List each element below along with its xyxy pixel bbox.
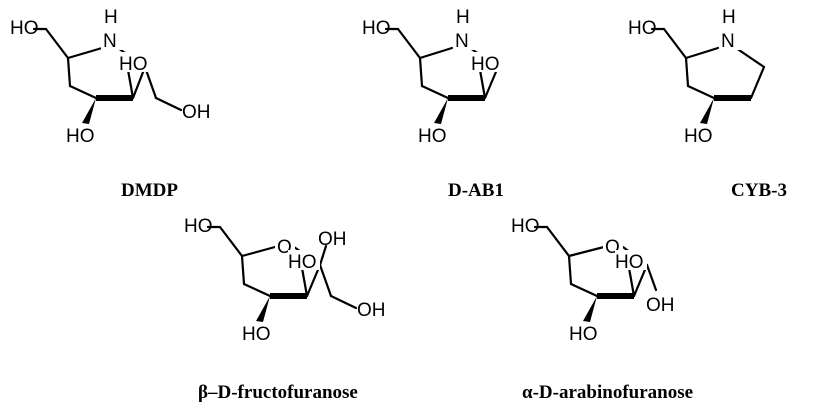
label-mask [471, 52, 503, 72]
structure-alpha-d-arabinofuranose: HO O HO HO OH α-D-arabinofuranose [511, 216, 693, 403]
label-mask [719, 24, 741, 50]
bond [329, 294, 358, 310]
bond [478, 68, 487, 100]
bond [418, 56, 424, 88]
bond [318, 263, 333, 298]
atom-label-n: N [455, 31, 469, 52]
wedge-bond [434, 98, 448, 124]
bond [662, 27, 688, 60]
bond [68, 84, 98, 100]
bond [483, 65, 500, 100]
atom-label-oh: OH [646, 295, 675, 316]
atom-label-h: H [104, 7, 118, 28]
structure-beta-d-fructofuranose: HO O OH HO HO OH β–D-fructofuranose [184, 216, 386, 403]
bond [418, 46, 454, 60]
structure-d-ab1: HO H N HO HO D-AB1 [362, 7, 504, 201]
bond [396, 27, 422, 60]
atom-label-ho: HO [119, 54, 148, 75]
bond [420, 84, 450, 100]
bond [567, 254, 573, 286]
compound-caption: DMDP [121, 180, 178, 201]
atom-label-oh: OH [182, 102, 211, 123]
label-mask [615, 250, 647, 270]
atom-label-ho: HO [10, 18, 39, 39]
compound-caption: β–D-fructofuranose [198, 382, 358, 403]
bond [218, 225, 244, 258]
atom-label-ho: HO [615, 252, 644, 273]
bond [126, 68, 135, 100]
wedge-bond [700, 98, 714, 124]
atom-label-oh: OH [357, 300, 386, 321]
bond [627, 266, 636, 298]
atom-label-ho: HO [569, 324, 598, 345]
compound-caption: α-D-arabinofuranose [522, 382, 693, 403]
structure-cyb-3: HO H N HO CYB-3 [628, 7, 787, 201]
label-mask [288, 250, 320, 270]
atom-label-ho: HO [242, 324, 271, 345]
compound-caption: D-AB1 [448, 180, 504, 201]
bond [632, 263, 649, 298]
bond [240, 245, 277, 258]
bond [44, 27, 70, 60]
bond [567, 245, 606, 258]
atom-label-ho: HO [511, 216, 540, 237]
bond [569, 282, 599, 298]
bond [645, 263, 658, 292]
bond [684, 56, 690, 88]
bond [545, 225, 571, 258]
bond [318, 244, 328, 267]
label-mask [119, 52, 151, 72]
compound-caption: CYB-3 [731, 180, 787, 201]
atom-label-oh: OH [318, 229, 347, 250]
bond [66, 56, 72, 88]
atom-label-ho: HO [288, 252, 317, 273]
atom-label-ho: HO [628, 18, 657, 39]
wedge-bond [583, 296, 597, 322]
bond [686, 84, 716, 100]
atom-label-h: H [456, 7, 470, 28]
atom-label-h: H [722, 7, 736, 28]
bond [749, 65, 766, 100]
bond [143, 65, 158, 100]
bond [305, 263, 322, 298]
atom-label-ho: HO [184, 216, 213, 237]
atom-label-ho: HO [66, 126, 95, 147]
bond [154, 96, 183, 112]
bond [66, 46, 104, 60]
atom-label-ho: HO [418, 126, 447, 147]
label-mask [453, 24, 475, 50]
atom-label-ho: HO [684, 126, 713, 147]
atom-label-n: N [721, 31, 735, 52]
bond [240, 254, 246, 286]
atom-label-ho: HO [471, 54, 500, 75]
atom-label-ho: HO [362, 18, 391, 39]
bond [734, 46, 766, 69]
bond [131, 65, 147, 100]
bond [300, 266, 309, 298]
bond [684, 46, 720, 60]
atom-label-n: N [103, 31, 117, 52]
bond [242, 282, 272, 298]
label-mask [101, 24, 123, 50]
structure-dmdp: HO H N HO HO OH DMDP [10, 7, 211, 201]
wedge-bond [256, 296, 270, 322]
wedge-bond [82, 98, 96, 124]
